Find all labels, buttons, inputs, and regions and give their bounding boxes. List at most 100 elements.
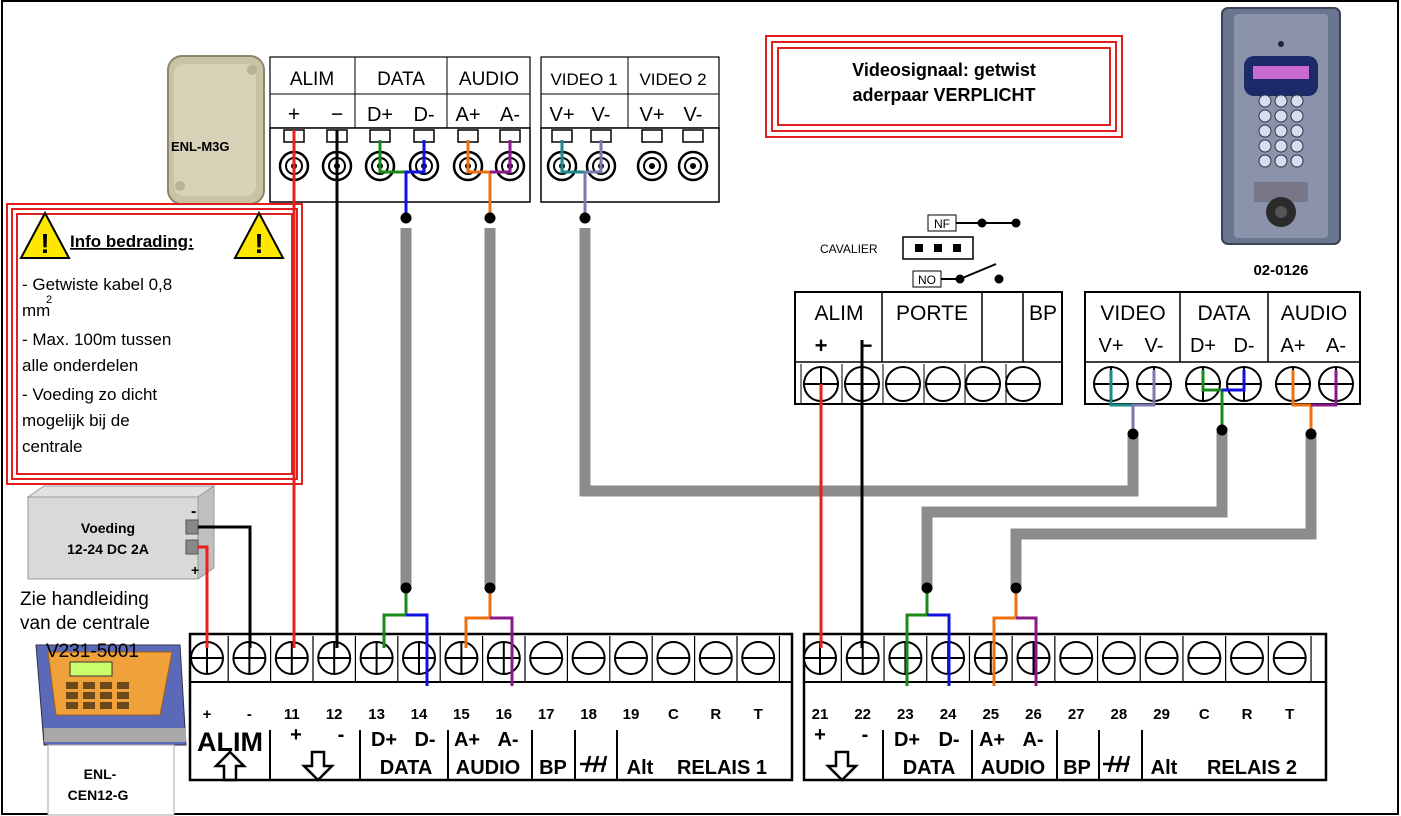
warning-frame-outer bbox=[765, 35, 1123, 138]
junction-dot bbox=[484, 582, 496, 594]
terminal-screw bbox=[1059, 641, 1094, 675]
info-line: mogelijk bij de bbox=[22, 411, 130, 430]
terminal-screw bbox=[888, 641, 923, 675]
psu-label-line1: Voeding bbox=[81, 520, 135, 536]
info-box: ! ! Info bedrading: - Getwiste kabel 0,8… bbox=[6, 203, 303, 485]
wire-psu-minus bbox=[198, 525, 252, 648]
terminal-number: 24 bbox=[940, 706, 957, 723]
jumper-no-switch bbox=[959, 263, 997, 280]
module-group-label: DATA bbox=[377, 69, 425, 90]
warning-text-line2: aderpaar VERPLICHT bbox=[852, 85, 1035, 105]
info-superscript: 2 bbox=[46, 294, 52, 306]
info-frame-mid bbox=[11, 208, 298, 480]
door-pin: A+ bbox=[1280, 335, 1305, 357]
psu-plus-label: + bbox=[191, 562, 199, 578]
tb1-sign: D+ bbox=[371, 729, 397, 751]
wire-tb2-audio-minus bbox=[1016, 616, 1038, 686]
door-pin: D+ bbox=[1190, 335, 1216, 357]
camera-lens bbox=[1278, 41, 1284, 47]
warning-text-line1: Videosignaal: getwist bbox=[852, 60, 1036, 80]
terminal-screw bbox=[1144, 641, 1179, 675]
module-housing-shade bbox=[174, 64, 256, 196]
terminal-number: R bbox=[1242, 706, 1253, 723]
wire-data-minus bbox=[404, 140, 426, 218]
module-pin-label: D+ bbox=[367, 104, 393, 126]
warning-triangle-icon: ! bbox=[19, 210, 71, 259]
module-pin-label: V- bbox=[592, 104, 611, 126]
terminal-number: 14 bbox=[411, 706, 428, 723]
terminal-number: + bbox=[203, 706, 212, 723]
module-pin-label: V+ bbox=[549, 104, 574, 126]
keypad-key bbox=[1290, 109, 1304, 123]
arrow-down-icon bbox=[300, 750, 336, 782]
wire-data-plus bbox=[378, 140, 406, 174]
terminal-number: 13 bbox=[368, 706, 385, 723]
keypad-key bbox=[1258, 94, 1272, 108]
terminal-screw bbox=[317, 641, 352, 675]
keypad-key bbox=[1274, 109, 1288, 123]
door-pin-plus: + bbox=[815, 333, 828, 358]
tb1-sign: A+ bbox=[454, 729, 480, 751]
psu-minus-label: - bbox=[191, 503, 196, 520]
keypad-key bbox=[1274, 139, 1288, 153]
terminal-screw bbox=[803, 641, 837, 675]
module-pin-label: V- bbox=[684, 104, 703, 126]
jumper-pin bbox=[934, 244, 942, 252]
terminal-screw bbox=[1101, 641, 1136, 675]
wire-clamp bbox=[641, 129, 663, 143]
central-key bbox=[66, 692, 78, 699]
module-pin-label: + bbox=[288, 103, 300, 126]
junction-dot bbox=[400, 212, 412, 224]
wire-clamp bbox=[682, 129, 704, 143]
terminal-screw bbox=[845, 641, 880, 675]
terminal-number: 15 bbox=[453, 706, 470, 723]
terminal-screw bbox=[656, 641, 691, 675]
central-key bbox=[66, 702, 78, 709]
wire-video-minus bbox=[583, 140, 603, 218]
keypad-key bbox=[1258, 124, 1272, 138]
module-header-frame-left bbox=[269, 56, 531, 129]
wire-tb2-data-minus bbox=[927, 613, 951, 686]
wire-tb2-data-plus bbox=[905, 588, 929, 686]
keypad-key bbox=[1274, 124, 1288, 138]
junction-dot bbox=[579, 212, 591, 224]
wire-door-audio-minus bbox=[1311, 370, 1338, 407]
jumper-label: CAVALIER bbox=[820, 242, 878, 256]
tb2-sign: D- bbox=[938, 729, 959, 751]
module-pin-label: A- bbox=[500, 104, 520, 126]
keypad-key bbox=[1274, 94, 1288, 108]
cable-audio-door bbox=[1010, 436, 1317, 588]
tb2-sign: + bbox=[814, 724, 826, 746]
terminal-screw bbox=[965, 366, 1001, 402]
keypad-key bbox=[1258, 154, 1272, 168]
junction-dot bbox=[1010, 582, 1022, 594]
svg-text:!: ! bbox=[254, 228, 263, 259]
tb1-sign: - bbox=[338, 724, 345, 746]
info-line: alle onderdelen bbox=[22, 356, 138, 375]
door-station-model: 02-0126 bbox=[1253, 262, 1308, 279]
terminal-screw bbox=[1230, 641, 1264, 675]
terminal-screw bbox=[1016, 641, 1051, 675]
cable-video bbox=[579, 228, 1139, 497]
wire-door-video-plus bbox=[1109, 370, 1133, 407]
info-line: centrale bbox=[22, 437, 82, 456]
central-unit: ENL- CEN12-G bbox=[35, 644, 187, 816]
enl-m3g-module: ENL-M3G bbox=[167, 55, 265, 205]
tb2-label-bp: BP bbox=[1063, 757, 1091, 779]
jumper: NF CAVALIER NO bbox=[820, 214, 1021, 288]
terminal-screw bbox=[402, 641, 436, 675]
door-pin: V+ bbox=[1098, 335, 1123, 357]
terminal-number: 28 bbox=[1111, 706, 1128, 723]
terminal-number: T bbox=[754, 706, 763, 723]
jumper-pin bbox=[953, 244, 961, 252]
screw-center bbox=[649, 163, 655, 169]
jumper-nf-label: NF bbox=[934, 217, 950, 231]
tb2-label-audio: AUDIO bbox=[981, 757, 1045, 779]
info-title: Info bedrading: bbox=[70, 232, 194, 251]
terminal-screw bbox=[698, 641, 733, 675]
terminal-screw bbox=[1005, 366, 1041, 402]
jumper-pin bbox=[915, 244, 923, 252]
terminal-screw bbox=[274, 641, 309, 675]
terminal-screw bbox=[571, 641, 606, 675]
